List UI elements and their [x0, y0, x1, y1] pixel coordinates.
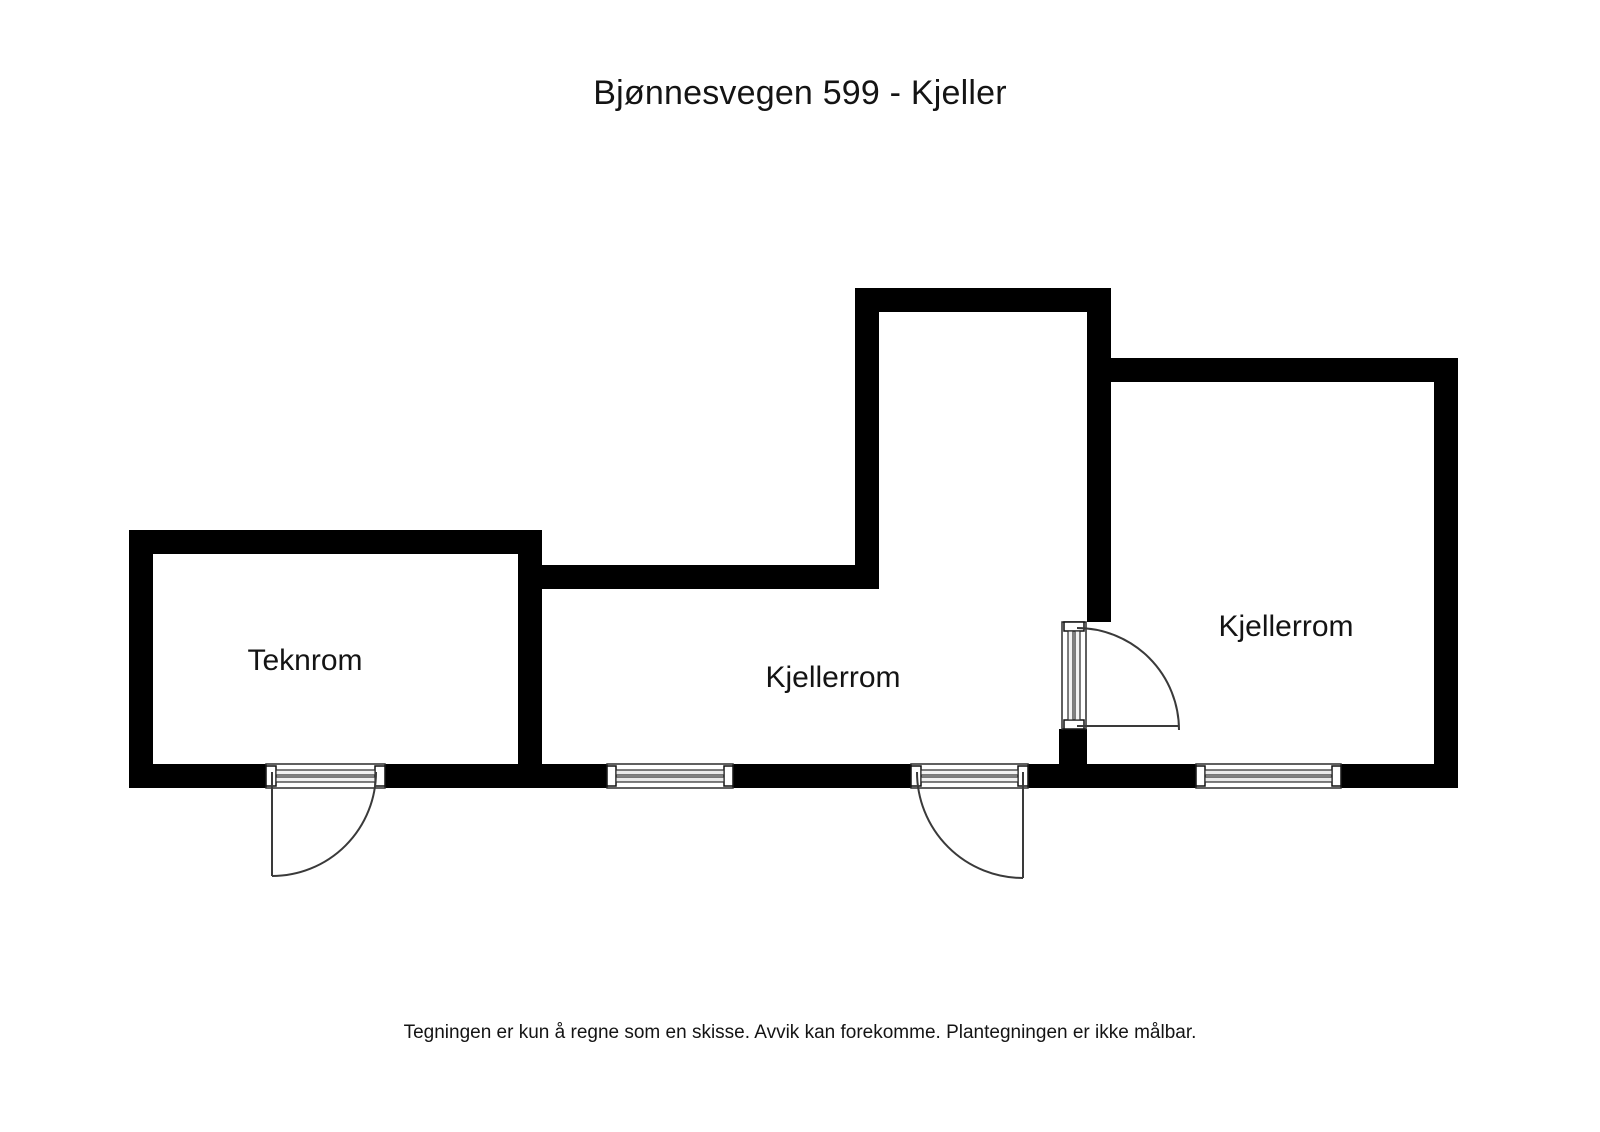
wall-divider-midt-hoyre	[1087, 288, 1111, 622]
window-kjellerrom-hoyre-sor	[1195, 763, 1342, 789]
wall-bottom-seg-2	[385, 764, 607, 788]
window-kjellerrom-midt-vest	[606, 763, 734, 789]
room-label-teknrom: Teknrom	[247, 644, 362, 677]
wall-teknrom-left	[129, 530, 153, 788]
page-title: Bjønnesvegen 599 - Kjeller	[593, 74, 1007, 112]
door-kjellerrom-indre[interactable]	[1061, 621, 1180, 731]
wall-kjellerrom-midt-top	[855, 288, 1111, 312]
room-label-kjellerrom-hoyre: Kjellerrom	[1218, 610, 1353, 643]
door-kjellerrom-midt-ytter[interactable]	[910, 763, 1029, 879]
door-teknrom-ytter[interactable]	[265, 763, 386, 877]
wall-kjellerrom-hoyre-top	[1111, 358, 1458, 382]
wall-bottom-seg-1	[129, 764, 266, 788]
wall-kjellerrom-midt-top-left	[530, 565, 878, 589]
wall-bottom-seg-3	[733, 764, 911, 788]
wall-teknrom-top	[129, 530, 530, 554]
wall-kjellerrom-hoyre-left-stub	[1087, 358, 1111, 382]
wall-bottom-seg-4	[1028, 764, 1196, 788]
wall-group	[129, 288, 1458, 788]
plan-disclaimer: Tegningen er kun å regne som en skisse. …	[403, 1022, 1197, 1043]
wall-kjellerrom-midt-left-upper	[855, 288, 879, 589]
room-label-kjellerrom-midt: Kjellerrom	[765, 661, 900, 694]
wall-kjellerrom-hoyre-right	[1434, 358, 1458, 788]
wall-divider-midt-hoyre-lower	[1059, 729, 1087, 788]
